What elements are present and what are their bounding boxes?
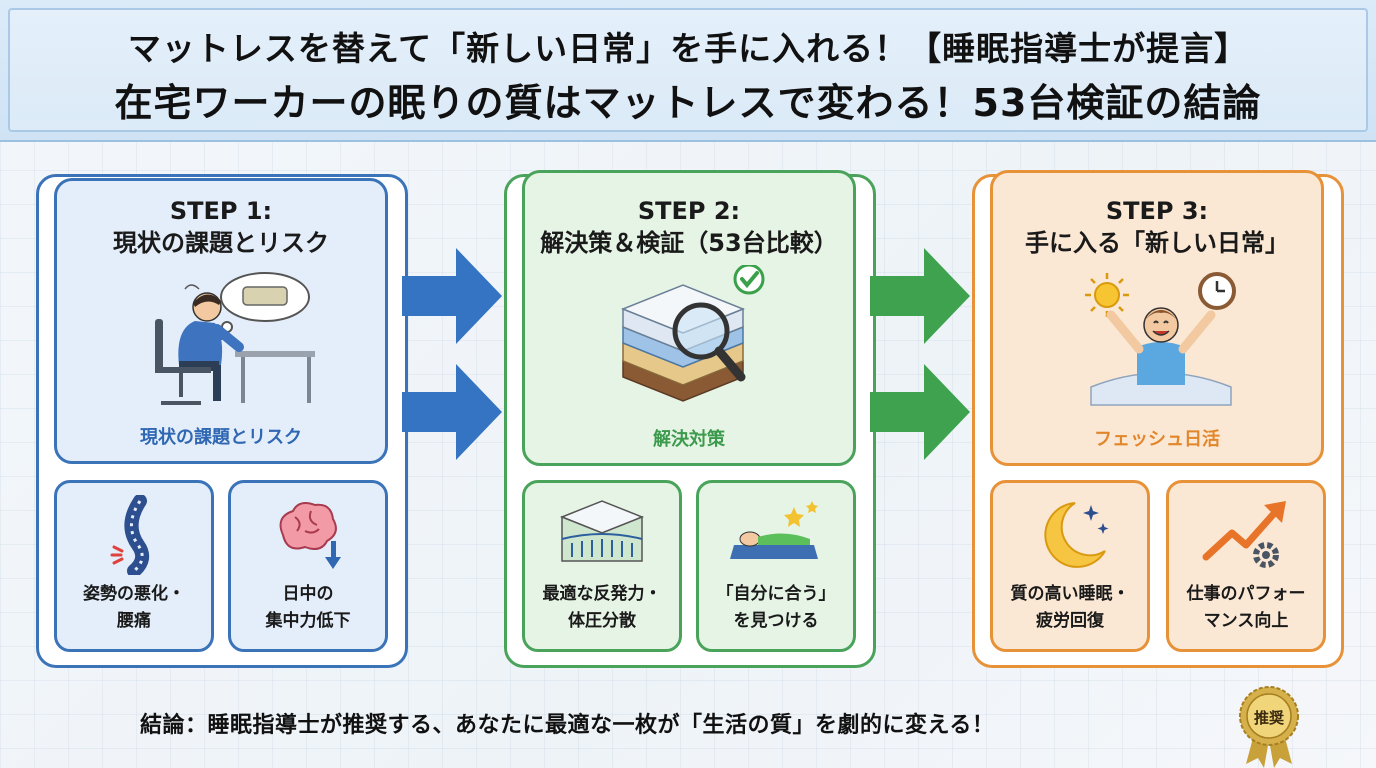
step1-sub1-line2: 腰痛	[117, 611, 151, 631]
sleeping-person-icon	[730, 501, 818, 559]
step3-sub2-line2: マンス向上	[1203, 611, 1289, 631]
brain-down-icon	[279, 502, 341, 569]
step2-sub-support: 最適な反発力・体圧分散	[522, 480, 682, 652]
step1-sub2-line1: 日中の	[282, 584, 334, 604]
header-banner: マットレスを替えて「新しい日常」を手に入れる！【睡眠指導士が提言】 在宅ワーカー…	[0, 0, 1376, 142]
seal-text: 推奨	[1254, 709, 1285, 727]
step1-sub2-line2: 集中力低下	[265, 611, 351, 631]
step2-sub1-line2: 体圧分散	[568, 611, 636, 631]
arrow-step2-to-step3-top	[870, 248, 970, 344]
step2-sub2-line1: 「自分に合う」	[716, 584, 836, 604]
step3-title-line1: STEP 3:	[1105, 197, 1209, 225]
step2-main-card: STEP 2: 解決策＆検証（53台比較） 解決対策	[522, 170, 856, 466]
step3-title-line2: 手に入る「新しい日常」	[1025, 229, 1289, 257]
step3-sub2-line1: 仕事のパフォー	[1186, 584, 1306, 604]
step2-caption: 解決対策	[653, 429, 725, 450]
step2-sub-fit: 「自分に合う」を見つける	[696, 480, 856, 652]
page-title-line1: マットレスを替えて「新しい日常」を手に入れる！【睡眠指導士が提言】	[127, 29, 1249, 68]
step3-sub1-line1: 質の高い睡眠・	[1010, 584, 1130, 604]
step2-title-line2: 解決策＆検証（53台比較）	[540, 229, 838, 257]
step2-sub1-line1: 最適な反発力・	[542, 584, 662, 604]
step3-sub-sleep: 質の高い睡眠・疲労回復	[990, 480, 1150, 652]
step2-sub2-line2: を見つける	[733, 611, 819, 631]
step1-sub1-line1: 姿勢の悪化・	[83, 584, 185, 604]
step2-title-line1: STEP 2:	[637, 197, 741, 225]
conclusion-text: 結論：睡眠指導士が推奨する、あなたに最適な一枚が「生活の質」を劇的に変える！	[140, 713, 995, 738]
mattress-layers-magnifier-illustration	[620, 265, 765, 402]
header-frame	[8, 8, 1368, 132]
step3-sub1-line2: 疲労回復	[1036, 611, 1104, 631]
arrow-step1-to-step2-top	[402, 248, 502, 344]
step1-sub-posture: 姿勢の悪化・腰痛	[54, 480, 214, 652]
step1-caption: 現状の課題とリスク	[140, 427, 302, 448]
recommendation-seal: 推奨	[1239, 686, 1299, 768]
waking-person-illustration	[1085, 272, 1236, 406]
mattress-pressure-icon	[559, 500, 645, 562]
spine-pain-icon	[110, 495, 150, 575]
arrow-step1-to-step2-bottom	[402, 364, 502, 460]
growth-gear-icon	[1202, 501, 1286, 568]
step1-title-line2: 現状の課題とリスク	[113, 229, 329, 257]
step1-title-line1: STEP 1:	[169, 197, 273, 225]
arrow-step2-to-step3-bottom	[870, 364, 970, 460]
step3-main-card: STEP 3: 手に入る「新しい日常」 フェッシュ日活	[990, 170, 1324, 466]
step3-sub-performance: 仕事のパフォーマンス向上	[1166, 480, 1326, 652]
tired-worker-illustration	[155, 272, 315, 405]
step3-caption: フェッシュ日活	[1094, 429, 1220, 450]
moon-stars-icon	[1044, 502, 1109, 568]
step1-sub-focus: 日中の集中力低下	[228, 480, 388, 652]
step1-main-card: STEP 1: 現状の課題とリスク 現状の課題とリスク	[54, 178, 388, 464]
page-title-line2: 在宅ワーカーの眠りの質はマットレスで変わる！53台検証の結論	[114, 81, 1262, 125]
